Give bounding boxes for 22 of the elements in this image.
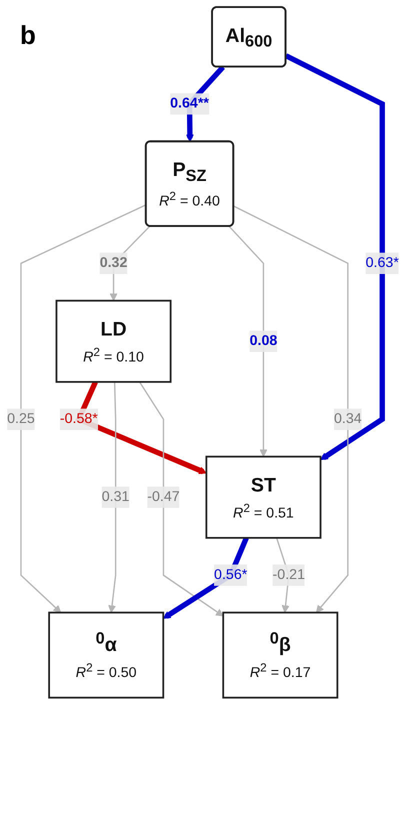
edge-label: 0.34: [334, 411, 362, 426]
panel-label: b: [20, 20, 36, 51]
arrow: [20, 204, 147, 613]
arrow: [162, 536, 249, 619]
node-box: ST R$^{2}$ = 0.51: [205, 456, 322, 539]
edge-label: 0.08: [250, 333, 278, 348]
edge-label: 0.25: [7, 411, 35, 426]
edge-label: 0.64**: [170, 96, 209, 112]
edge-label: 0.63*: [366, 255, 399, 270]
edge-label: -0.58*: [60, 411, 98, 426]
edge-label: 0.56*: [214, 567, 248, 582]
arrow: [284, 53, 385, 460]
arrow: [108, 382, 116, 613]
node-box: LD R$^{2}$ = 0.10: [56, 300, 172, 383]
edge-label: 0.31: [102, 489, 130, 504]
edge-label: -0.47: [147, 489, 180, 504]
edge-label: 0.32: [100, 255, 128, 270]
arrow: [138, 382, 224, 616]
node-box: $^{0}$β R$^{2}$ = 0.17: [222, 612, 338, 699]
node-box: $^{0}$α R$^{2}$ = 0.50: [48, 612, 164, 699]
arrow: [228, 226, 268, 457]
edge-label: -0.21: [272, 567, 305, 582]
